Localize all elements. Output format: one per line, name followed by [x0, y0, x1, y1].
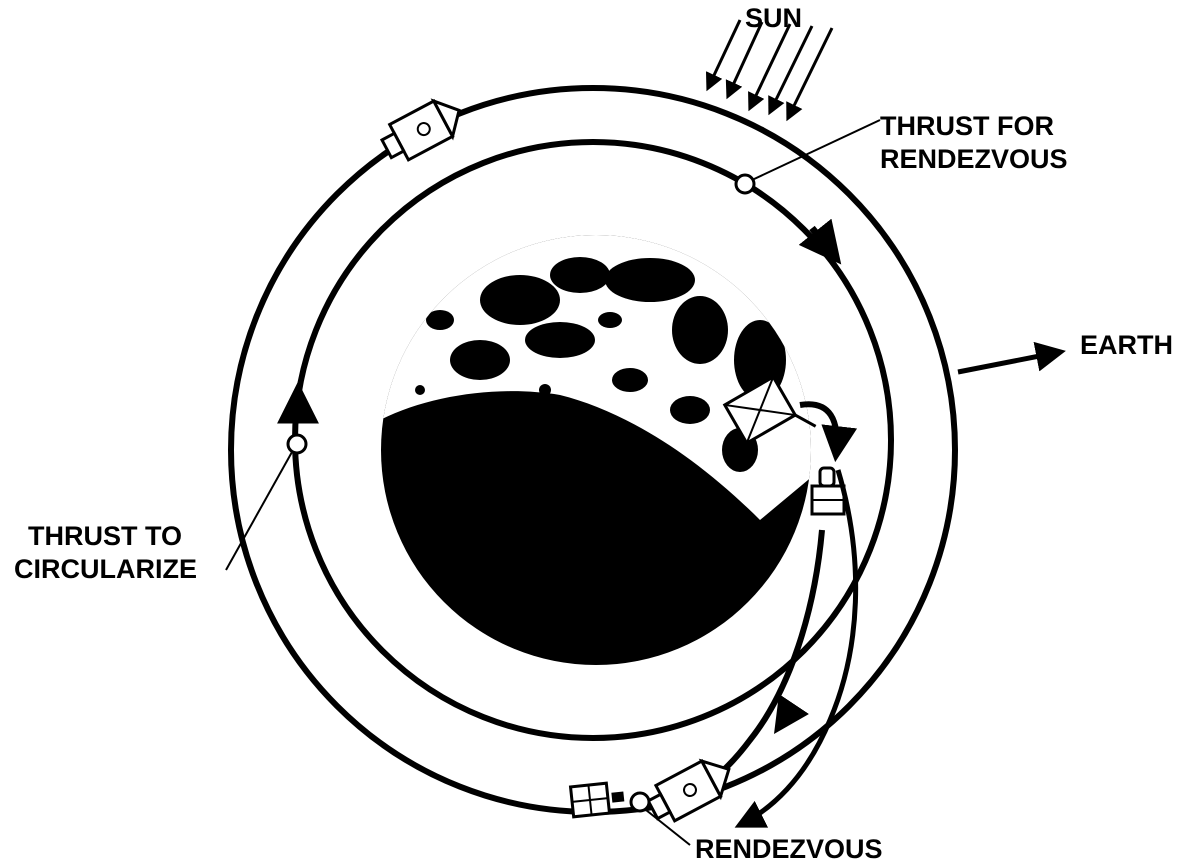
command-module-icon — [644, 752, 739, 828]
thrust-to-circularize-label-line2: CIRCULARIZE — [14, 554, 197, 584]
thrust-for-rendezvous-label-line2: RENDEZVOUS — [880, 144, 1068, 174]
thrust-point-circularize — [288, 435, 306, 453]
thrust-for-rendezvous-label-line1: THRUST FOR — [880, 111, 1054, 141]
earth-label: EARTH — [1080, 330, 1173, 360]
sun-rays-icon — [708, 20, 832, 118]
ascent-path-arrow — [778, 710, 790, 728]
thrust-to-circularize-label-line1: THRUST TO — [28, 521, 182, 551]
command-module-top-icon — [377, 93, 468, 167]
earth-arrow — [958, 352, 1060, 372]
sun-label: SUN — [745, 3, 802, 33]
leader-thrust-rendezvous — [752, 120, 880, 180]
rendezvous-label: RENDEZVOUS — [695, 834, 883, 864]
moon-icon — [380, 220, 820, 665]
rendezvous-point — [631, 793, 649, 811]
thrust-point-rendezvous — [736, 175, 754, 193]
